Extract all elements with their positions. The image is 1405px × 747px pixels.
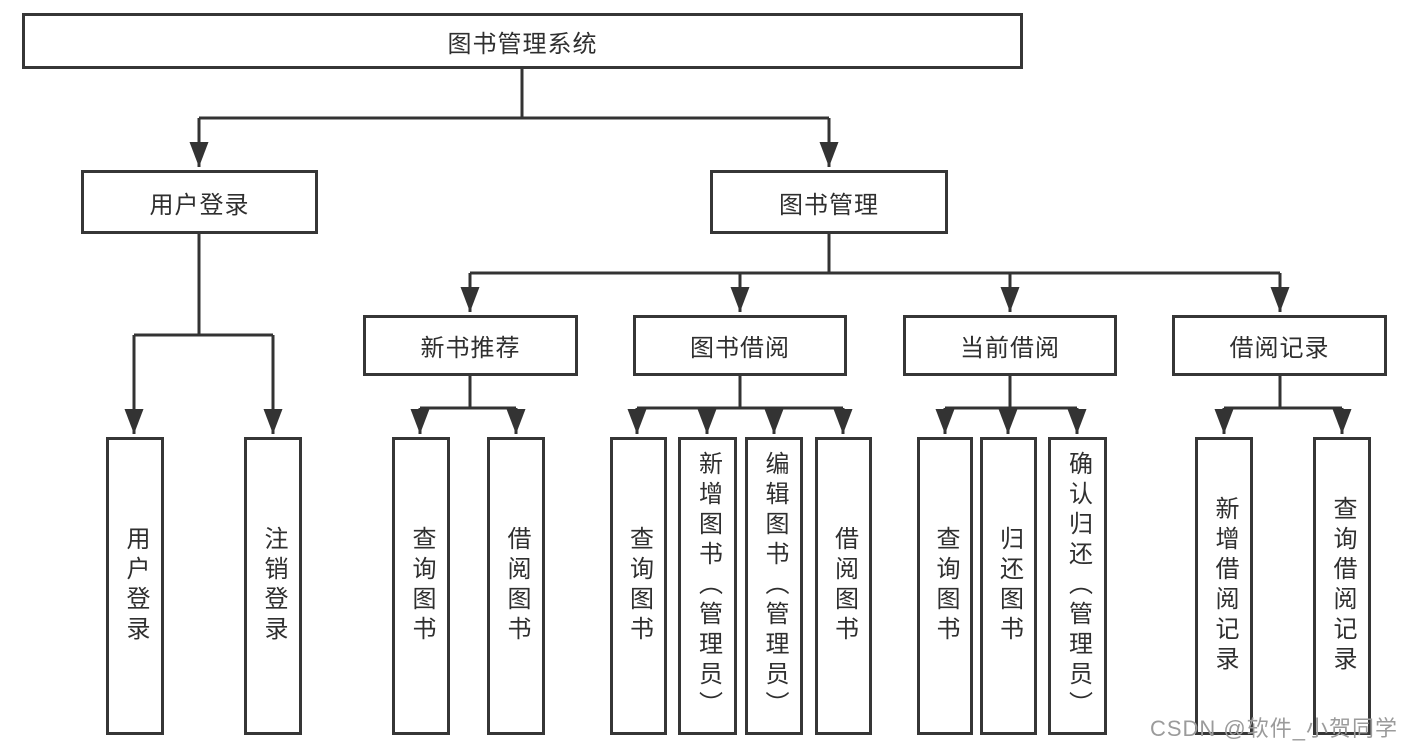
node-box-borrow-records: 借阅记录 <box>1172 315 1387 376</box>
leaf-box-records-query-record: 查询借阅记录 <box>1313 437 1371 735</box>
node-box-current-borrowing: 当前借阅 <box>903 315 1117 376</box>
node-box-book-borrowing: 图书借阅 <box>633 315 847 376</box>
leaf-box-borrowing-borrow-books: 借阅图书 <box>815 437 872 735</box>
leaf-box-recommend-query-books: 查询图书 <box>392 437 450 735</box>
node-box-book-management: 图书管理 <box>710 170 948 234</box>
node-box-user-login: 用户登录 <box>81 170 318 234</box>
leaf-box-logout: 注销登录 <box>244 437 302 735</box>
leaf-box-borrowing-query-books: 查询图书 <box>610 437 667 735</box>
leaf-box-current-query-books: 查询图书 <box>917 437 973 735</box>
leaf-box-borrowing-add-books-admin: 新增图书（管理员） <box>678 437 737 735</box>
leaf-box-records-add-record: 新增借阅记录 <box>1195 437 1253 735</box>
watermark: CSDN @软件_小贺同学 <box>1149 716 1398 741</box>
leaf-box-recommend-borrow-books: 借阅图书 <box>487 437 545 735</box>
leaf-box-user-login: 用户登录 <box>106 437 164 735</box>
node-box-new-book-recommend: 新书推荐 <box>363 315 578 376</box>
leaf-box-borrowing-edit-books-admin: 编辑图书（管理员） <box>745 437 803 735</box>
node-box-library-system: 图书管理系统 <box>22 13 1023 69</box>
leaf-box-current-confirm-return-admin: 确认归还（管理员） <box>1048 437 1107 735</box>
leaf-box-current-return-books: 归还图书 <box>980 437 1037 735</box>
